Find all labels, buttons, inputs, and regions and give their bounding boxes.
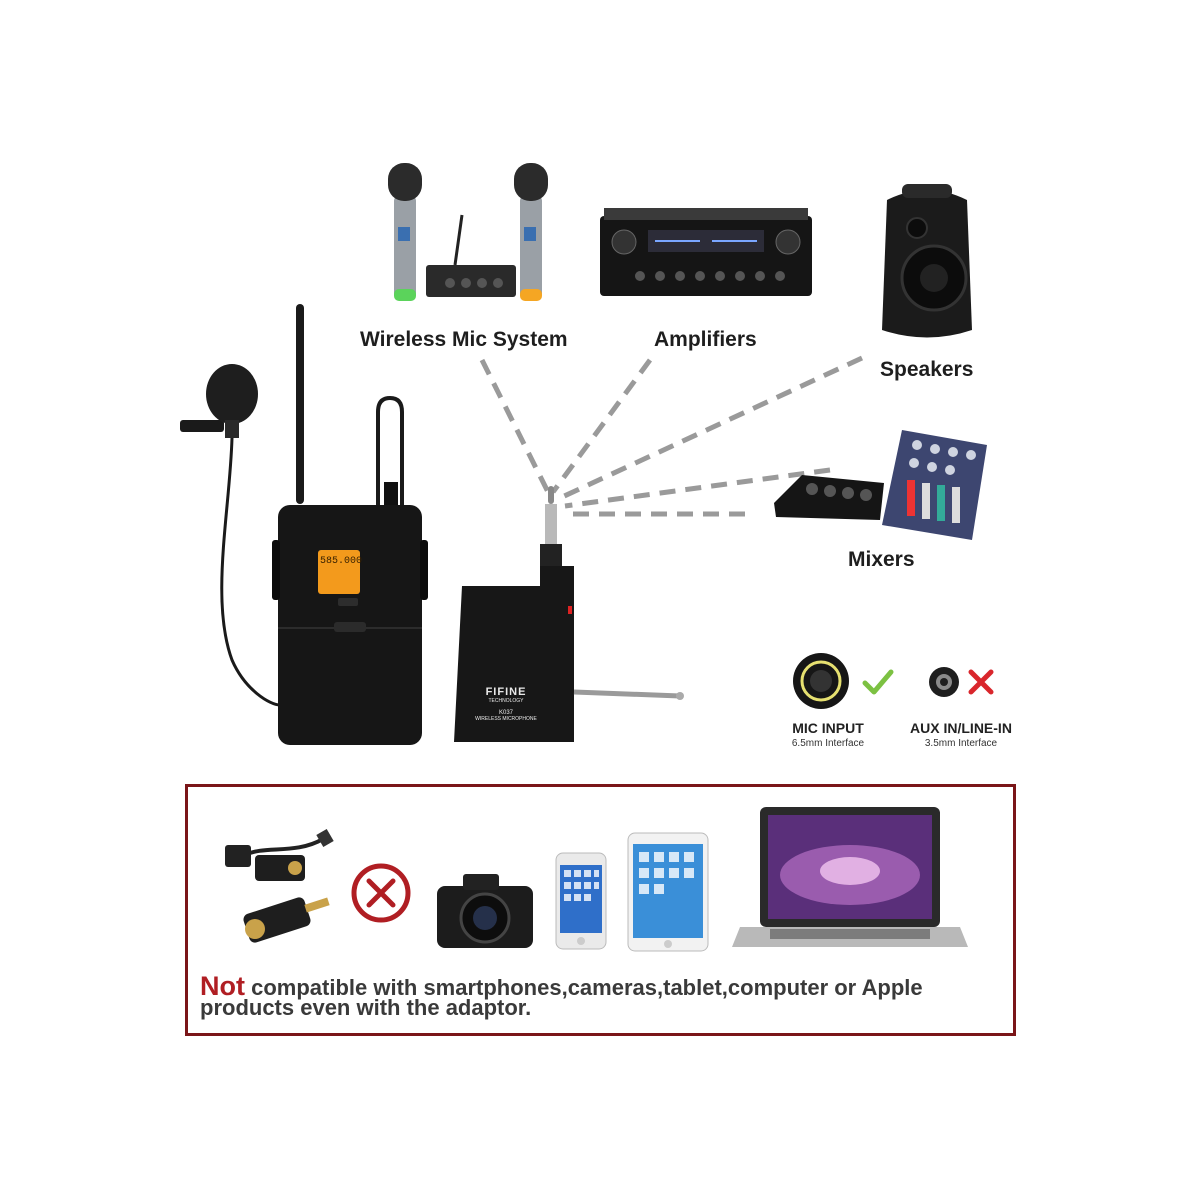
mic-input-title: MIC INPUT [792, 720, 864, 736]
mic-input-jack-icon [793, 653, 849, 709]
compatibility-box [185, 784, 1016, 1036]
receiver-subtitle: WIRELESS MICROPHONE [475, 716, 537, 722]
plugin-receiver-image [454, 486, 684, 742]
smartphone-image [555, 852, 607, 950]
note-emphasis: Not [200, 971, 245, 1001]
lavalier-mic-image [180, 364, 281, 707]
label-wireless-mic-system: Wireless Mic System [360, 328, 568, 351]
receiver-brand-label: FIFINE TECHNOLOGY K037 WIRELESS MICROPHO… [474, 686, 538, 722]
check-icon [862, 669, 894, 695]
aux-input-jack-icon [929, 667, 959, 697]
cross-icon [968, 669, 994, 695]
receiver-model: K037 [498, 710, 513, 716]
lcd-frequency: 585.000 [320, 556, 363, 567]
camera-image [437, 874, 533, 948]
laptop-image [732, 807, 968, 947]
bodypack-transmitter-image [272, 304, 428, 745]
no-entry-icon [351, 863, 411, 923]
speaker-image [882, 184, 972, 338]
wireless-mic-system-image [388, 163, 548, 301]
label-amplifiers: Amplifiers [654, 328, 757, 351]
adaptor-image [225, 828, 334, 943]
mixers-image [774, 430, 987, 540]
amplifier-image [600, 208, 812, 296]
mic-input-sub: 6.5mm Interface [791, 738, 865, 749]
receiver-brand-sub: TECHNOLOGY [488, 698, 524, 704]
note-text: compatible with smartphones,cameras,tabl… [200, 975, 923, 1020]
compatibility-note: Not compatible with smartphones,cameras,… [200, 973, 1010, 1020]
tablet-image [627, 832, 709, 952]
receiver-brand-text: FIFINE [485, 686, 527, 698]
aux-input-title: AUX IN/LINE-IN [910, 720, 1012, 736]
label-mixers: Mixers [848, 548, 915, 571]
label-speakers: Speakers [880, 358, 974, 381]
aux-input-sub: 3.5mm Interface [924, 738, 998, 749]
